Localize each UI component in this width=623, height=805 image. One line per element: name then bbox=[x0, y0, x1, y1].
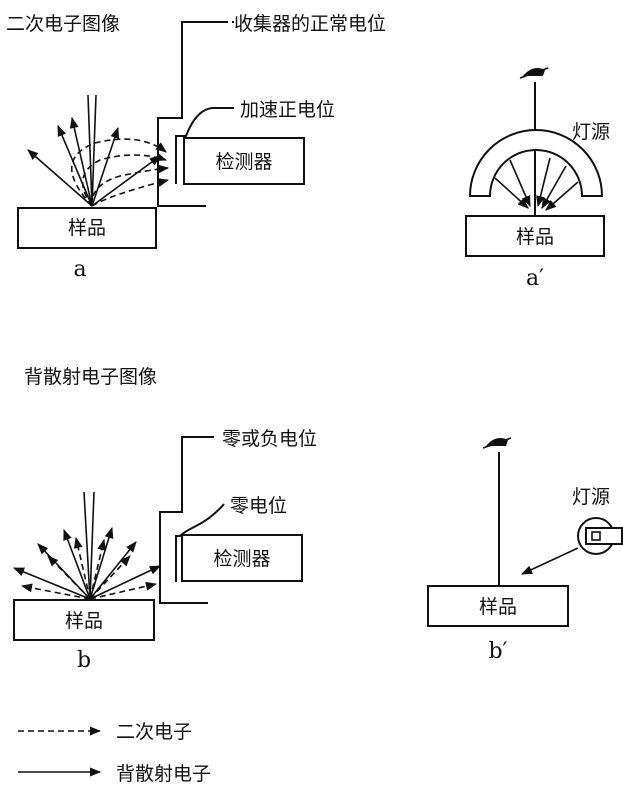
incident-beam bbox=[87, 94, 93, 207]
light-ray bbox=[509, 159, 531, 208]
secondary-curve bbox=[70, 138, 167, 207]
backscatter-arrow bbox=[69, 116, 93, 207]
secondary-curve bbox=[82, 152, 168, 207]
caption-b: b bbox=[77, 648, 91, 673]
sample-box-a-prime bbox=[465, 215, 605, 257]
panel-b: 背散射电子图像 零或负电位 零电位 检测器 样品 b bbox=[12, 366, 317, 673]
secondary-curve bbox=[91, 178, 170, 207]
light-ray bbox=[536, 157, 551, 208]
collector-bracket bbox=[157, 21, 228, 207]
panel-b-prime: 灯源 样品 b′ bbox=[427, 437, 623, 664]
light-ray-b bbox=[520, 547, 579, 575]
backscatter-arrow-b bbox=[89, 526, 114, 600]
accel-label: 加速正电位 bbox=[240, 99, 335, 121]
accel-grid bbox=[175, 107, 234, 184]
backscatter-arrow-b bbox=[89, 565, 162, 600]
panel-b-heading: 背散射电子图像 bbox=[24, 366, 157, 388]
collector-bracket-b bbox=[159, 436, 214, 604]
eye-icon bbox=[519, 67, 549, 79]
legend-backscatter: 背散射电子 bbox=[116, 763, 211, 785]
detector-box bbox=[183, 137, 305, 185]
backscatter-arrow-b bbox=[63, 528, 91, 600]
light-ray bbox=[545, 181, 579, 211]
arched-lamp bbox=[468, 129, 604, 197]
backscatter-arrow-b bbox=[89, 541, 137, 600]
sample-box bbox=[17, 207, 157, 249]
secondary-arrow-b bbox=[89, 581, 158, 600]
secondary-curve bbox=[91, 164, 170, 207]
secondary-arrow-b bbox=[47, 555, 91, 600]
panel-a-prime: 灯源 样品 a′ bbox=[465, 67, 610, 291]
light-ray bbox=[494, 177, 529, 209]
detector-label-b: 检测器 bbox=[213, 548, 270, 570]
side-lamp bbox=[577, 517, 623, 555]
panel-a: 二次电子图像 收集器的正常电位 加速正电位 检测器 样品 a bbox=[6, 13, 386, 282]
incident-beam bbox=[91, 94, 97, 207]
caption-a-prime: a′ bbox=[526, 266, 544, 291]
backscatter-arrow-b bbox=[12, 567, 91, 600]
caption-b-prime: b′ bbox=[488, 639, 507, 664]
lamp-label-a: 灯源 bbox=[572, 121, 610, 143]
sample-label-a-prime: 样品 bbox=[516, 226, 554, 248]
lamp-label-b: 灯源 bbox=[572, 486, 610, 508]
eye-icon bbox=[482, 437, 512, 449]
backscatter-arrow bbox=[91, 126, 120, 207]
sample-label-b-prime: 样品 bbox=[479, 596, 517, 618]
detector-box-b bbox=[181, 534, 303, 582]
legend-secondary: 二次电子 bbox=[116, 721, 192, 743]
sample-box-b bbox=[13, 599, 155, 641]
light-ray bbox=[541, 165, 567, 209]
backscatter-arrow bbox=[91, 155, 161, 207]
collector-label: 收集器的正常电位 bbox=[234, 13, 386, 35]
sample-box-b-prime bbox=[427, 585, 569, 627]
secondary-arrow-b bbox=[73, 536, 91, 600]
collector-label-b: 零或负电位 bbox=[222, 428, 317, 450]
incident-beam-b bbox=[83, 491, 91, 600]
secondary-arrow-b bbox=[20, 583, 91, 600]
incident-beam-b bbox=[89, 491, 95, 600]
caption-a: a bbox=[73, 257, 86, 282]
secondary-arrow-b bbox=[89, 538, 107, 600]
backscatter-arrow bbox=[57, 124, 93, 207]
sample-label: 样品 bbox=[68, 217, 106, 239]
accel-label-b: 零电位 bbox=[230, 495, 287, 517]
legend: 二次电子 背散射电子 bbox=[18, 721, 211, 785]
detector-label: 检测器 bbox=[215, 151, 272, 173]
backscatter-arrow bbox=[27, 149, 93, 207]
sample-label-b: 样品 bbox=[65, 610, 103, 632]
accel-grid-b bbox=[175, 503, 225, 582]
panel-a-heading: 二次电子图像 bbox=[6, 13, 120, 35]
